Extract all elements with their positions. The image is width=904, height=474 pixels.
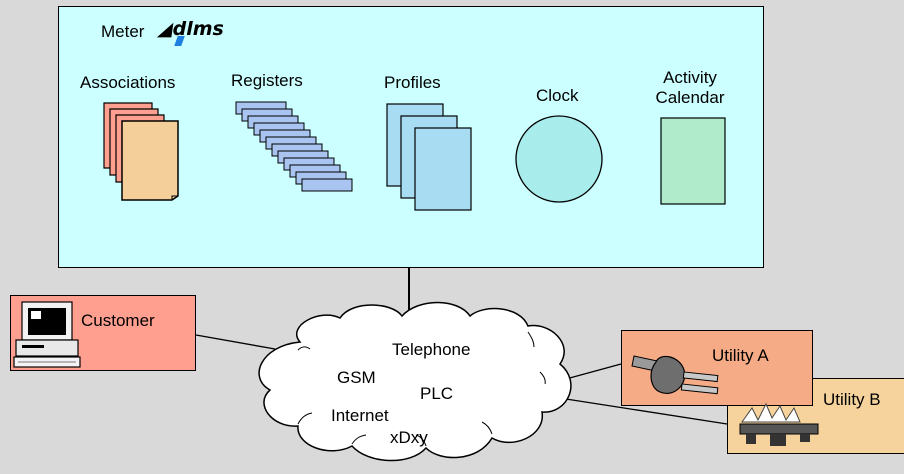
dlms-logo: ◢dlms <box>156 18 224 40</box>
clock-label: Clock <box>536 86 579 105</box>
profiles-icon <box>386 103 472 211</box>
dlms-logo-text: dlms <box>172 18 224 40</box>
gsm-label: GSM <box>337 368 376 387</box>
meter-title: Meter <box>101 22 145 41</box>
telephone-label: Telephone <box>392 340 471 359</box>
utility-b-link-line <box>565 398 728 425</box>
activity-calendar-label: Activity Calendar <box>635 68 745 108</box>
customer-link-line <box>195 334 276 350</box>
registers-label: Registers <box>231 71 303 90</box>
power-plug-icon <box>631 355 719 395</box>
gas-flame-icon <box>739 402 819 446</box>
clock-icon <box>515 115 603 203</box>
activity-calendar-label-line2: Calendar <box>655 88 725 107</box>
associations-label: Associations <box>80 73 176 92</box>
calendar-icon <box>660 117 726 205</box>
computer-icon <box>13 301 81 368</box>
activity-calendar-label-line1: Activity <box>663 68 717 87</box>
internet-label: Internet <box>331 406 389 425</box>
profiles-label: Profiles <box>384 73 441 92</box>
associations-icon <box>103 102 179 201</box>
plc-label: PLC <box>420 384 454 403</box>
registers-icon <box>235 101 353 192</box>
customer-label: Customer <box>81 311 155 330</box>
utility-a-link-line <box>565 363 622 380</box>
register-card <box>301 178 353 192</box>
network-cloud <box>258 301 572 462</box>
utility-a-label: Utility A <box>712 346 769 365</box>
utility-b-label: Utility B <box>823 390 881 409</box>
xdxy-label: xDxy <box>390 428 428 447</box>
